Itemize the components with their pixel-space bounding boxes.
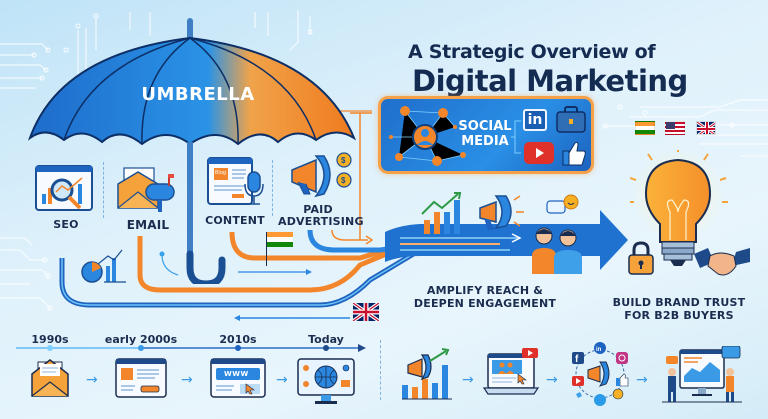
channel-seo: [34, 164, 96, 216]
paid-line-2: ADVERTISING: [278, 215, 364, 228]
megaphone-growth-chart-icon: [402, 348, 452, 400]
title-line-2: Digital Marketing: [412, 64, 688, 98]
svg-text:$: $: [341, 156, 346, 165]
envelope-icon: [31, 359, 69, 397]
separator: [103, 162, 104, 218]
megaphone-dollar-icon: $ $: [291, 152, 352, 198]
linkedin-text: in: [527, 112, 543, 128]
channel-label-paid-advertising: PAID ADVERTISING: [278, 203, 364, 228]
people-icon: [532, 227, 582, 274]
svg-text:f: f: [575, 354, 579, 365]
social-media-label: SOCIAL MEDIA: [455, 119, 515, 149]
umbrella-label: UMBRELLA: [141, 84, 255, 105]
envelope-mailbox-icon: [117, 167, 175, 212]
handshake-icon: [694, 248, 750, 276]
channel-content: Blog: [206, 156, 266, 208]
arrow-icon: →: [181, 372, 193, 388]
amplify-line-1: AMPLIFY REACH &: [426, 284, 544, 297]
www-badge: WWW: [224, 370, 249, 378]
briefcase-icon: [556, 106, 586, 133]
uk-flag-small: [353, 303, 379, 321]
timeline-axis: [16, 344, 366, 352]
timeline-label-today: Today: [308, 333, 344, 346]
arrow-icon: →: [276, 372, 288, 388]
paid-line-1: PAID: [303, 203, 333, 216]
svg-text:$: $: [341, 176, 346, 185]
india-flag: [635, 121, 655, 135]
separator: [272, 160, 273, 216]
laptop-video-icon: [482, 348, 540, 395]
webpage-icon: [115, 358, 167, 398]
amplify-reach-label: AMPLIFY REACH & DEEPEN ENGAGEMENT: [410, 284, 560, 310]
lightbulb-icon: [630, 150, 728, 266]
separator: [380, 340, 381, 400]
timeline-label-early-2000s: early 2000s: [104, 333, 178, 346]
umbrella-graphic: [27, 18, 357, 284]
title-block: A Strategic Overview of Digital Marketin…: [408, 40, 738, 98]
pie-bar-chart-icon: [81, 249, 126, 283]
padlock-icon: [628, 241, 654, 275]
blog-microphone-icon: [207, 157, 264, 205]
channel-label-content: CONTENT: [205, 214, 265, 227]
blog-badge: Blog: [215, 170, 227, 176]
trust-line-2: FOR B2B BUYERS: [624, 309, 734, 322]
usa-flag: [665, 121, 685, 135]
india-flag-small: [267, 232, 293, 247]
chat-smiley-icon: [546, 194, 579, 214]
channel-paid-advertising: $ $: [288, 150, 358, 202]
timeline-label-2010s: 2010s: [219, 333, 257, 346]
india-flag-pole: [266, 232, 267, 266]
presentation-screen-icon: [662, 346, 742, 403]
network-people-icon: [389, 106, 466, 166]
thumbs-up-icon: [562, 141, 586, 166]
megaphone-icon: [479, 195, 524, 230]
social-media-panel: SOCIAL MEDIA in: [378, 96, 594, 174]
seo-magnifier-chart-icon: [35, 165, 93, 211]
bracket-icon: [511, 120, 521, 154]
www-browser-icon: [210, 358, 266, 398]
social-network-megaphone-icon: f in: [572, 342, 629, 406]
arrow-icon: →: [546, 372, 558, 388]
channel-label-seo: SEO: [53, 218, 79, 231]
arrow-icon: →: [636, 372, 648, 388]
amplify-line-2: DEEPEN ENGAGEMENT: [413, 297, 557, 310]
social-line-2: MEDIA: [461, 134, 509, 149]
channel-label-email: EMAIL: [126, 218, 170, 232]
title-line-1: A Strategic Overview of: [408, 41, 656, 63]
uk-flag: [696, 121, 716, 135]
social-line-1: SOCIAL: [458, 119, 512, 134]
youtube-icon: [524, 142, 554, 164]
monitor-globe-icon: [297, 358, 355, 404]
trust-line-1: BUILD BRAND TRUST: [612, 296, 746, 309]
arrow-icon: →: [462, 372, 474, 388]
brand-trust-label: BUILD BRAND TRUST FOR B2B BUYERS: [604, 296, 754, 322]
timeline-label-1990s: 1990s: [31, 333, 69, 346]
channel-email: [116, 166, 182, 214]
growth-chart-icon: [421, 192, 462, 234]
svg-text:in: in: [596, 347, 602, 353]
linkedin-icon: in: [523, 109, 547, 131]
arrow-icon: →: [86, 372, 98, 388]
